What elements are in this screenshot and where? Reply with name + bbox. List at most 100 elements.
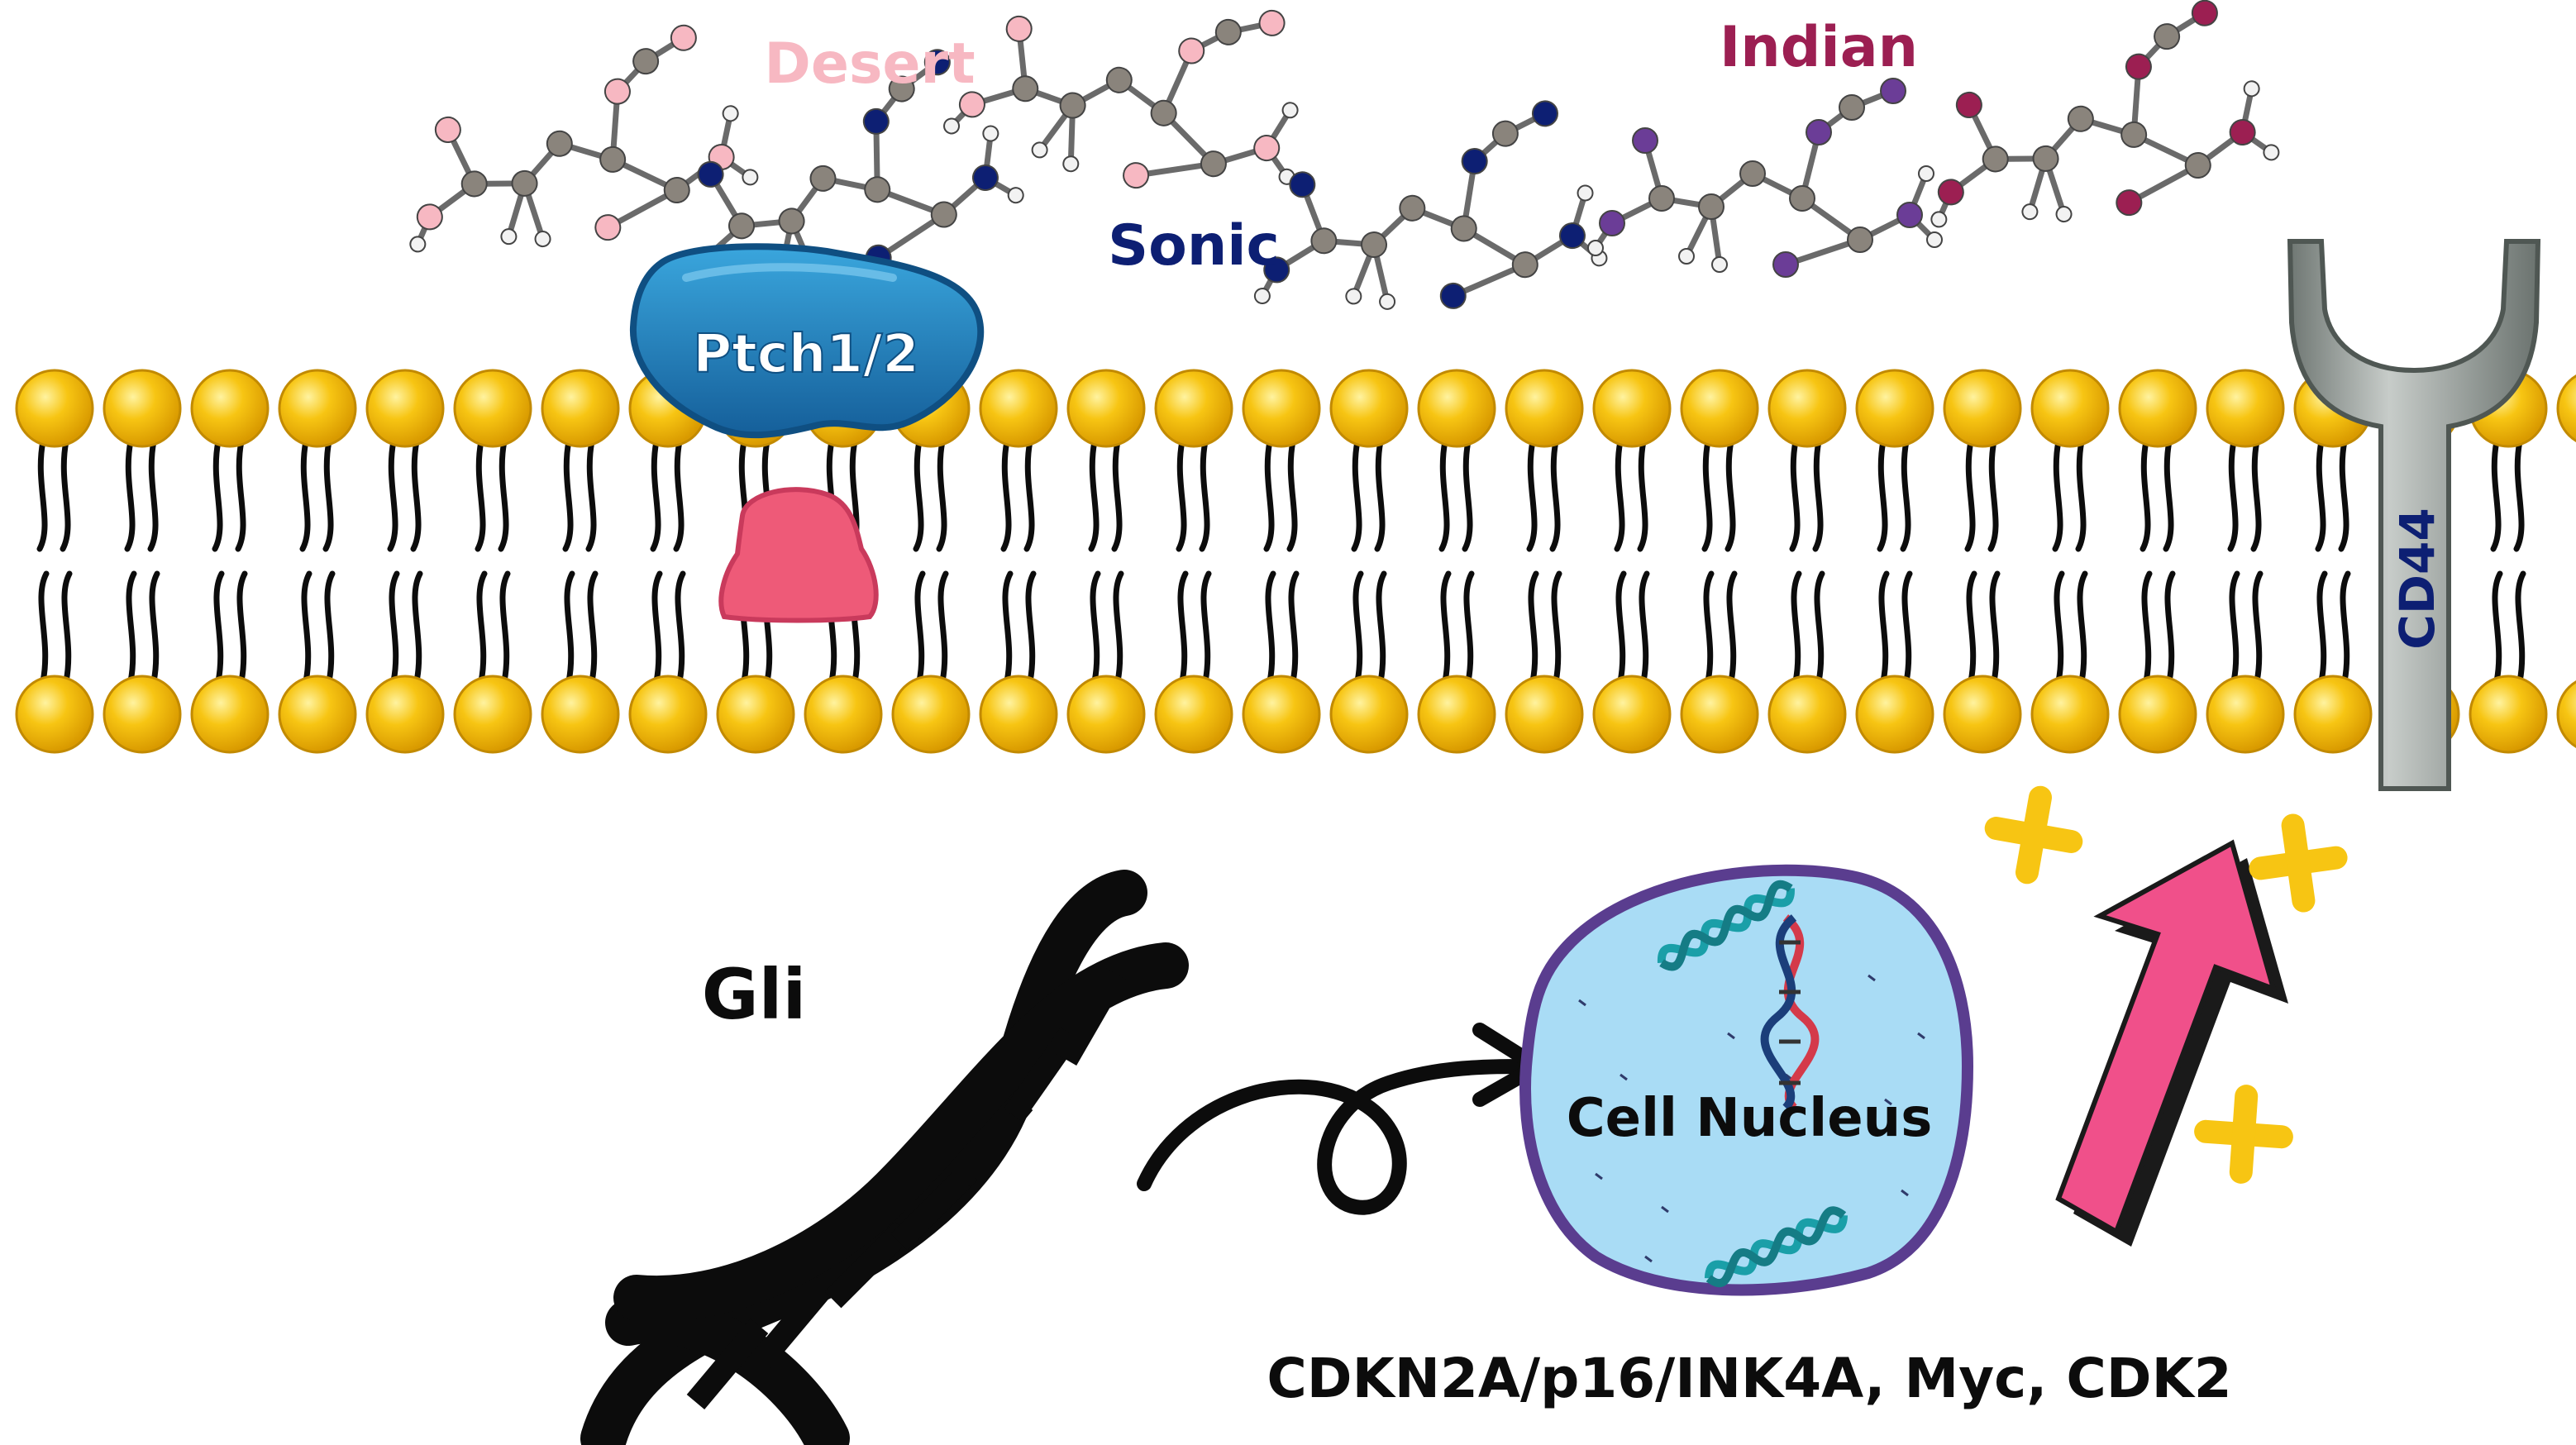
lipid-head	[1855, 675, 1934, 754]
lipid-tail	[1989, 570, 2001, 684]
lipid-tail	[2141, 570, 2153, 684]
nucleus-speckle	[1901, 1189, 1909, 1197]
lipid-tail	[1551, 570, 1562, 684]
lipid-tail	[1703, 570, 1715, 684]
lipid-heads-outer-layer	[15, 369, 2576, 448]
lipid-head	[2556, 680, 2576, 748]
lipid-head	[103, 369, 182, 448]
lipid-tail	[1463, 570, 1475, 684]
lipid-tail	[149, 570, 160, 684]
upregulation-arrow-icon	[2055, 839, 2288, 1247]
lipid-tail	[562, 438, 574, 552]
lipid-head	[891, 675, 971, 754]
lipid-tail	[651, 570, 663, 684]
ligand-molecule-icon	[943, 9, 1299, 189]
lipid-tail	[1199, 438, 1210, 552]
lipid-tail	[936, 438, 947, 552]
nucleus-speckle	[1644, 1255, 1653, 1263]
ligand-molecule-icon	[1587, 78, 1943, 278]
translocation-arrow	[1137, 1023, 1545, 1215]
lipid-tail	[1966, 570, 1977, 684]
lipid-tail	[410, 438, 422, 552]
lipid-tail	[389, 570, 400, 684]
lipid-head	[2206, 369, 2285, 448]
lipid-head	[2030, 675, 2110, 754]
lipid-tail	[1352, 570, 1364, 684]
dna-rung	[951, 1095, 1033, 1186]
gli-dna-helix-icon	[580, 870, 1189, 1445]
lipid-heads-inner-layer	[15, 675, 2576, 754]
lipid-tail	[1526, 438, 1538, 552]
nucleus-speckle	[1661, 1205, 1669, 1214]
lipid-tail	[1987, 438, 1999, 552]
lipid-head	[1242, 675, 1321, 754]
lipid-tail	[1724, 438, 1736, 552]
lipid-head	[1066, 675, 1146, 754]
lipid-head	[15, 369, 94, 448]
lipid-head	[1505, 675, 1584, 754]
teal-dna-icon-bottom	[1704, 1206, 1849, 1288]
lipid-head	[103, 675, 182, 754]
lipid-tail	[2229, 570, 2240, 684]
lipid-tail	[1088, 438, 1100, 552]
lipid-tail	[2252, 570, 2264, 684]
teal-dna-icon-top	[1657, 880, 1795, 971]
lipid-tail	[1639, 570, 1650, 684]
dna-rungs	[686, 968, 1127, 1409]
lipid-tail	[2338, 438, 2349, 552]
lipid-head	[1855, 369, 1934, 448]
target-genes-label: CDKN2A/p16/INK4A, Myc, CDK2	[1267, 1347, 2231, 1410]
lipid-tail	[1351, 438, 1362, 552]
lipid-tail	[60, 438, 71, 552]
lipid-tail	[1814, 570, 1825, 684]
lipid-tail	[675, 570, 686, 684]
lipid-tail	[2164, 570, 2176, 684]
lipid-tail	[1113, 570, 1124, 684]
lipid-head	[1680, 369, 1759, 448]
lipid-head	[2469, 675, 2548, 754]
lipid-tail	[38, 570, 50, 684]
lipid-head	[278, 675, 357, 754]
cd44-receptor: CD44	[2287, 239, 2541, 791]
lipid-tail	[475, 438, 486, 552]
lipid-head	[1417, 675, 1496, 754]
lipid-tail	[1812, 438, 1824, 552]
lipid-tail	[147, 438, 159, 552]
lipid-head	[1767, 675, 1847, 754]
cd44-label: CD44	[2389, 508, 2445, 649]
lipid-tail	[2054, 570, 2065, 684]
ligand-molecule-icon	[1253, 100, 1608, 310]
lipid-tail	[1200, 570, 1212, 684]
lipid-tail	[2315, 438, 2326, 552]
nucleus-speckle	[1595, 1172, 1603, 1180]
lipid-tail	[2490, 438, 2502, 552]
lipid-tail	[2316, 570, 2328, 684]
lipid-head	[2118, 369, 2197, 448]
plus-icon	[2249, 813, 2348, 913]
lipid-head	[1242, 369, 1321, 448]
lipid-tail	[1726, 570, 1738, 684]
lipid-head	[190, 369, 270, 448]
lipid-tail	[124, 438, 136, 552]
lipid-head	[1592, 369, 1672, 448]
lipid-tail	[1549, 438, 1561, 552]
lipid-tail	[2340, 570, 2351, 684]
lipid-head	[2030, 369, 2110, 448]
lipid-head	[365, 675, 445, 754]
dna-rung	[686, 1319, 769, 1409]
lipid-tail	[1000, 438, 1012, 552]
sonic-label: Sonic	[1108, 213, 1280, 279]
nucleus-speckle	[1727, 1032, 1735, 1040]
lipid-tail	[587, 570, 599, 684]
gli-label: Gli	[702, 954, 807, 1035]
lipid-tail	[324, 570, 336, 684]
nucleus-speckle	[1868, 974, 1876, 982]
lipid-tail	[1263, 438, 1275, 552]
lipid-head	[541, 369, 620, 448]
lipid-tail	[126, 570, 137, 684]
lipid-head	[628, 675, 708, 754]
lipid-tail	[476, 570, 488, 684]
lipid-tail	[2052, 438, 2063, 552]
lipid-head	[804, 675, 883, 754]
lipid-tail	[301, 570, 312, 684]
